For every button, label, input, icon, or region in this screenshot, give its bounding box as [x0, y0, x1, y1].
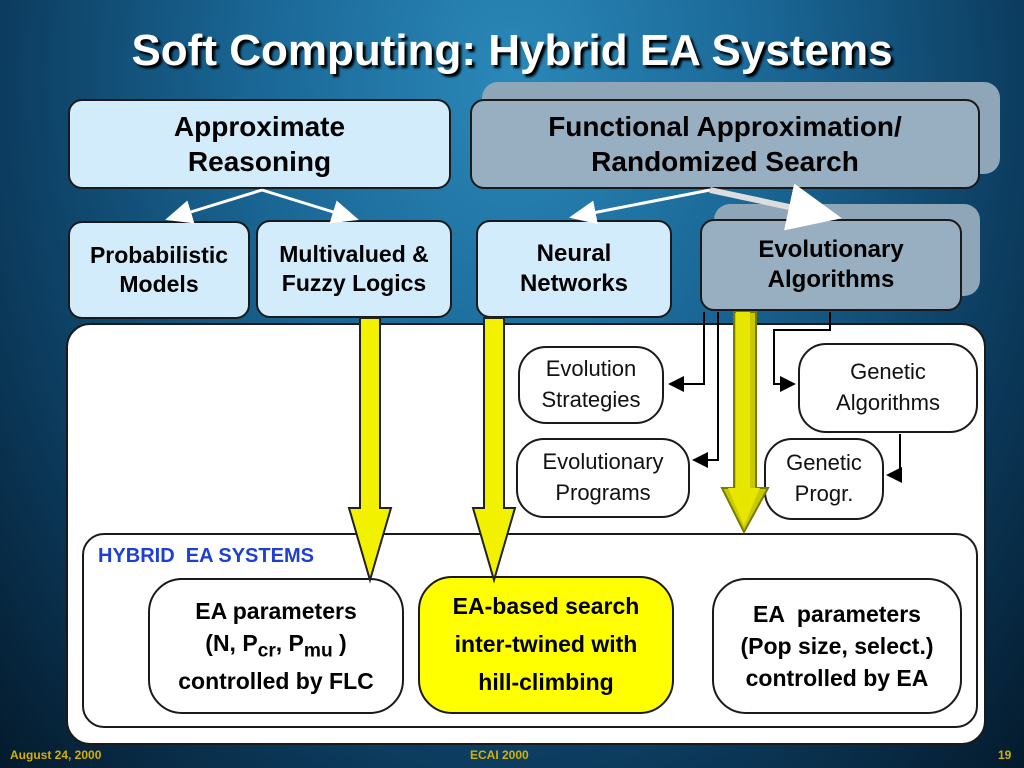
- probabilistic-models-line2: Models: [119, 271, 199, 297]
- genetic-programming-box: Genetic Progr.: [764, 438, 884, 520]
- yellow-arrow-evolutionary-face: [728, 312, 760, 526]
- genetic-algorithms-line1: Genetic: [850, 359, 926, 385]
- flc-line3: controlled by FLC: [178, 668, 374, 695]
- functional-approximation-box: Functional Approximation/ Randomized Sea…: [470, 99, 980, 189]
- probabilistic-models-line1: Probabilistic: [89, 242, 229, 269]
- evolutionary-programs-line2: Programs: [555, 480, 651, 505]
- footer-date: August 24, 2000: [10, 748, 102, 762]
- flc-controlled-box: EA parameters (N, Pcr, Pmu ) controlled …: [148, 578, 404, 714]
- search-line2: inter-twined with: [454, 631, 638, 658]
- footer-page-number: 19: [998, 748, 1012, 762]
- ea-line3-part1: controlled: [745, 665, 857, 692]
- evolution-strategies-line1: Evolution: [545, 356, 637, 382]
- flc-sub-cr: cr: [257, 640, 276, 662]
- evolution-strategies-line2: Strategies: [541, 387, 641, 412]
- evolutionary-algorithms-line2: Algorithms: [767, 266, 895, 293]
- ea-controlled-box: EA parameters (Pop size, select.) contro…: [712, 578, 962, 714]
- genetic-programming-line1: Genetic: [786, 450, 862, 476]
- connector-to-evolution-strategies: [668, 312, 705, 392]
- hybrid-ea-systems-label: HYBRID EA SYSTEMS: [98, 545, 314, 567]
- flc-close-text: ): [332, 629, 347, 656]
- ea-line1: EA parameters: [753, 600, 921, 627]
- evolution-strategies-box: Evolution Strategies: [518, 346, 664, 424]
- approximate-reasoning-line1: Approximate: [173, 111, 346, 142]
- genetic-algorithms-line2: Algorithms: [836, 390, 940, 415]
- slide-title: Soft Computing: Hybrid EA Systems: [131, 26, 893, 75]
- genetic-algorithms-box: Genetic Algorithms: [798, 343, 978, 433]
- arrow-func-to-evolutionary: [709, 183, 842, 231]
- ea-line2: (Pop size, select.): [740, 632, 934, 659]
- functional-approximation-line1: Functional Approximation/: [548, 111, 902, 142]
- fuzzy-logics-line1: Multivalued &: [279, 241, 429, 268]
- ea-search-hillclimbing-box: EA-based search inter-twined with hill-c…: [418, 576, 674, 714]
- fuzzy-logics-line2: Fuzzy Logics: [281, 270, 427, 296]
- probabilistic-models-box: Probabilistic Models: [68, 221, 250, 319]
- connector-to-evolutionary-programs: [692, 312, 719, 468]
- functional-approximation-line2: Randomized Search: [591, 146, 859, 177]
- evolutionary-programs-box: Evolutionary Programs: [516, 438, 690, 518]
- flc-comma-text: , P: [275, 629, 304, 656]
- arrow-func-to-neural: [569, 188, 711, 225]
- connector-ga-to-gp: [886, 434, 902, 483]
- yellow-arrow-fuzzy-to-flc: [347, 317, 393, 584]
- connector-to-genetic-algorithms: [773, 312, 831, 392]
- arrow-approx-to-probabilistic: [165, 188, 263, 224]
- arrow-approx-to-fuzzy: [261, 188, 359, 224]
- neural-networks-line2: Networks: [519, 270, 629, 297]
- ea-line3-part2: by EA: [863, 665, 929, 692]
- evolutionary-algorithms-line1: Evolutionary: [758, 236, 904, 263]
- flc-sub-mu: mu: [303, 640, 333, 662]
- flc-line2: (N, Pcr, Pmu ): [205, 627, 346, 665]
- footer-event: ECAI 2000: [470, 748, 529, 762]
- yellow-arrow-neural-to-search: [471, 317, 517, 584]
- evolutionary-programs-line1: Evolutionary: [542, 449, 664, 475]
- search-line1: EA-based search: [452, 593, 640, 620]
- neural-networks-line1: Neural: [536, 240, 612, 267]
- fuzzy-logics-box: Multivalued & Fuzzy Logics: [256, 220, 452, 318]
- approximate-reasoning-line2: Reasoning: [187, 146, 332, 177]
- search-line3: hill-climbing: [478, 668, 614, 695]
- flc-line1: EA parameters: [195, 597, 357, 624]
- approximate-reasoning-box: Approximate Reasoning: [68, 99, 451, 189]
- flc-open-text: (N, P: [205, 629, 258, 656]
- ea-line3: controlled by EA: [746, 662, 929, 694]
- genetic-programming-line2: Progr.: [794, 481, 854, 506]
